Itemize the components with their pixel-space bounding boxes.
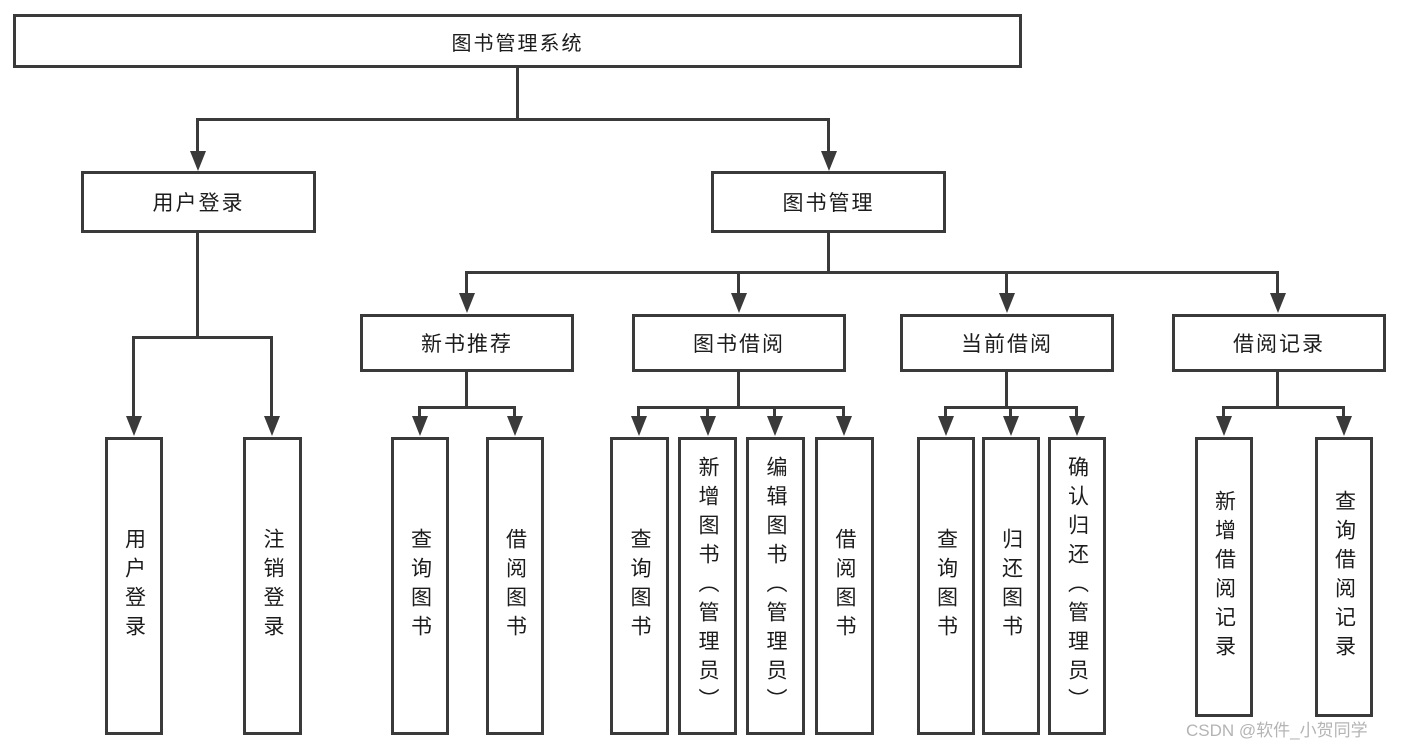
node-leaf-br-query-record: 查询借阅记录 <box>1315 437 1373 717</box>
node-new-book-recommend: 新书推荐 <box>360 314 574 372</box>
node-leaf-nb-query-books: 查询图书 <box>391 437 449 735</box>
connector-book-management-stem <box>827 233 830 271</box>
arrow-down-br-add-record <box>1216 416 1232 436</box>
arrow-down-cb-return-books <box>1003 416 1019 436</box>
connector-bb-query-drop <box>637 406 640 416</box>
node-book-management: 图书管理 <box>711 171 946 233</box>
connector-root-stem <box>516 68 519 118</box>
node-current-borrowing: 当前借阅 <box>900 314 1114 372</box>
connector-br-add-drop <box>1222 406 1225 416</box>
connector-cb-return-drop <box>1009 406 1012 416</box>
connector-login-drop <box>132 336 135 416</box>
node-leaf-bb-query-books: 查询图书 <box>610 437 669 735</box>
arrow-down-borrow-records <box>1270 293 1286 313</box>
arrow-down-book-management <box>821 151 837 171</box>
connector-level2-rail <box>465 271 1279 274</box>
arrow-down-bb-borrow-books <box>836 416 852 436</box>
connector-borrow-records-rail <box>1222 406 1345 409</box>
connector-br-query-drop <box>1342 406 1345 416</box>
node-leaf-br-add-record: 新增借阅记录 <box>1195 437 1253 717</box>
arrow-down-logout <box>264 416 280 436</box>
arrow-down-br-query-record <box>1336 416 1352 436</box>
connector-bb-borrow-drop <box>842 406 845 416</box>
connector-cb-confirm-drop <box>1075 406 1078 416</box>
node-leaf-cb-query-books: 查询图书 <box>917 437 975 735</box>
node-leaf-bb-borrow-books: 借阅图书 <box>815 437 874 735</box>
connector-book-borrow-rail <box>637 406 845 409</box>
node-user-login: 用户登录 <box>81 171 316 233</box>
csdn-watermark: CSDN @软件_小贺同学 <box>1186 721 1368 740</box>
connector-new-book-rail <box>418 406 516 409</box>
node-leaf-user-login: 用户登录 <box>105 437 163 735</box>
connector-borrow-records-drop <box>1276 271 1279 293</box>
arrow-down-bb-query-books <box>631 416 647 436</box>
arrow-down-user-login <box>190 151 206 171</box>
connector-new-book-stem <box>465 372 468 406</box>
connector-current-borrow-drop <box>1005 271 1008 293</box>
connector-book-borrow-drop <box>737 271 740 293</box>
node-leaf-logout: 注销登录 <box>243 437 302 735</box>
connector-nb-borrow-drop <box>513 406 516 416</box>
arrow-down-nb-borrow-books <box>507 416 523 436</box>
arrow-down-cb-query-books <box>938 416 954 436</box>
node-leaf-bb-edit-books-admin: 编辑图书（管理员） <box>746 437 805 735</box>
arrow-down-book-borrowing <box>731 293 747 313</box>
connector-cb-query-drop <box>944 406 947 416</box>
connector-book-management-drop <box>827 118 830 151</box>
node-borrow-records: 借阅记录 <box>1172 314 1386 372</box>
node-leaf-nb-borrow-books: 借阅图书 <box>486 437 544 735</box>
connector-user-login-rail <box>132 336 273 339</box>
arrow-down-bb-add-books <box>700 416 716 436</box>
connector-logout-drop <box>270 336 273 416</box>
connector-user-login-stem <box>196 233 199 336</box>
arrow-down-current-borrowing <box>999 293 1015 313</box>
connector-user-login-drop <box>196 118 199 151</box>
arrow-down-login <box>126 416 142 436</box>
connector-bb-add-drop <box>706 406 709 416</box>
node-book-borrowing: 图书借阅 <box>632 314 846 372</box>
arrow-down-cb-confirm-return <box>1069 416 1085 436</box>
connector-new-book-drop <box>465 271 468 293</box>
node-library-management-system: 图书管理系统 <box>13 14 1022 68</box>
node-leaf-bb-add-books-admin: 新增图书（管理员） <box>678 437 737 735</box>
arrow-down-nb-query-books <box>412 416 428 436</box>
arrow-down-new-book-recommend <box>459 293 475 313</box>
node-leaf-cb-confirm-return-admin: 确认归还（管理员） <box>1048 437 1106 735</box>
arrow-down-bb-edit-books <box>767 416 783 436</box>
connector-nb-query-drop <box>418 406 421 416</box>
connector-book-borrow-stem <box>737 372 740 406</box>
node-leaf-cb-return-books: 归还图书 <box>982 437 1040 735</box>
connector-borrow-records-stem <box>1276 372 1279 406</box>
connector-current-borrow-stem <box>1005 372 1008 406</box>
connector-level1-rail <box>197 118 830 121</box>
connector-bb-edit-drop <box>773 406 776 416</box>
